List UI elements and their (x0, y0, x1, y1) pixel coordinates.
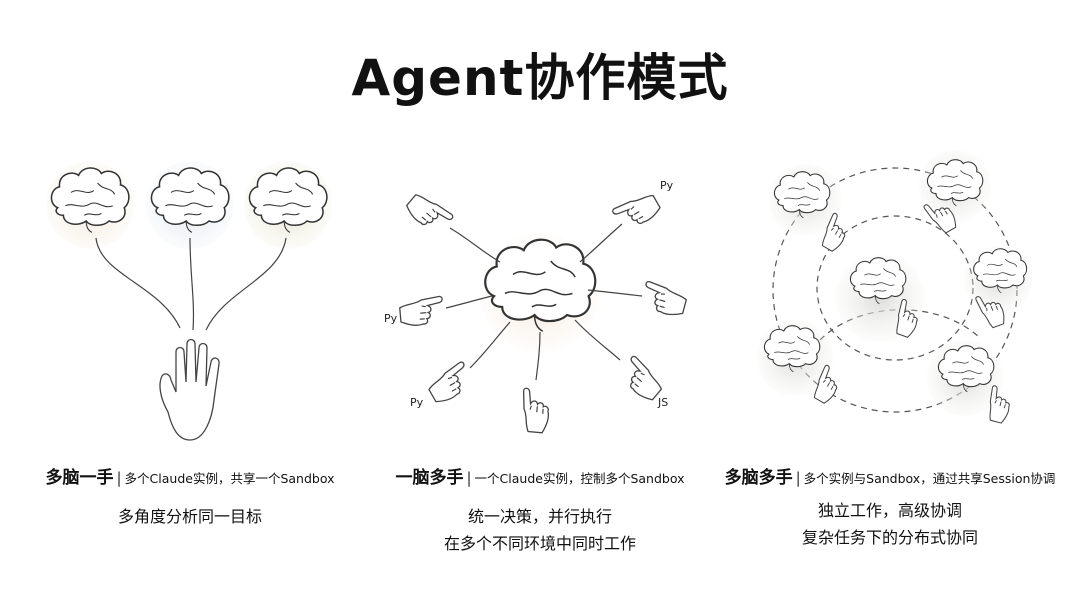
pointing-hand-icon (639, 280, 690, 319)
panel-2-text: 一脑多手|一个Claude实例，控制多个Sandbox 统一决策，并行执行 在多… (370, 468, 710, 557)
panel-2-illustration: Py Py Py JS (384, 179, 690, 434)
hand-label: Py (660, 179, 674, 192)
page-title: Agent协作模式 (351, 49, 729, 107)
dashed-orbit (819, 309, 981, 341)
panel-1-heading: 多脑一手 (45, 468, 114, 488)
panel-2-note: 统一决策，并行执行 (467, 507, 612, 526)
connector-line (445, 295, 493, 309)
panel-3-text: 多脑多手|多个实例与Sandbox，通过共享Session协调 独立工作，高级协… (720, 468, 1060, 551)
panel-3-note: 独立工作，高级协调 (817, 501, 962, 520)
panel-1-caption: 多脑一手|多个Claude实例，共享一个Sandbox (20, 468, 360, 489)
panel-1-illustration (46, 161, 332, 441)
panel-2-note: 在多个不同环境中同时工作 (443, 534, 636, 553)
pointing-hand-icon (519, 387, 552, 434)
connector-line (205, 237, 287, 331)
panel-2-heading: 一脑多手 (395, 468, 464, 488)
panel-3-note: 复杂任务下的分布式协同 (801, 528, 978, 547)
panel-1-note: 多角度分析同一目标 (117, 507, 262, 526)
panel-2-caption: 一脑多手|一个Claude实例，控制多个Sandbox (370, 468, 710, 489)
connector-line (579, 223, 623, 263)
panel-3-notes: 独立工作，高级协调 复杂任务下的分布式协同 (720, 497, 1060, 551)
connector-line (587, 289, 643, 297)
panel-2-notes: 统一决策，并行执行 在多个不同环境中同时工作 (370, 503, 710, 557)
caption-separator: | (466, 469, 472, 487)
pointing-hand-icon (402, 188, 455, 238)
panel-3-illustration (757, 150, 1032, 425)
open-hand-icon (159, 338, 220, 441)
panel-2-description: 一个Claude实例，控制多个Sandbox (474, 471, 685, 486)
connector-line (574, 319, 621, 361)
connector-line (95, 237, 181, 329)
pointing-hand-icon (424, 360, 477, 407)
connector-line (449, 227, 501, 263)
hand-label: JS (657, 396, 668, 409)
connector-line (535, 331, 541, 381)
panel-1-description: 多个Claude实例，共享一个Sandbox (124, 471, 335, 486)
panel-1-text: 多脑一手|多个Claude实例，共享一个Sandbox 多角度分析同一目标 (20, 468, 360, 530)
connector-line (469, 321, 511, 369)
panel-3-caption: 多脑多手|多个实例与Sandbox，通过共享Session协调 (720, 468, 1060, 489)
illustrations: Py Py Py JS (46, 150, 1032, 441)
panel-1-notes: 多角度分析同一目标 (20, 503, 360, 530)
hand-label: Py (410, 396, 424, 409)
connector-line (189, 237, 195, 331)
panel-3-heading: 多脑多手 (724, 468, 793, 488)
caption-separator: | (795, 469, 801, 487)
panel-3-description: 多个实例与Sandbox，通过共享Session协调 (803, 471, 1056, 486)
caption-separator: | (116, 469, 122, 487)
pointing-hand-icon (398, 295, 445, 328)
hand-label: Py (384, 312, 398, 325)
